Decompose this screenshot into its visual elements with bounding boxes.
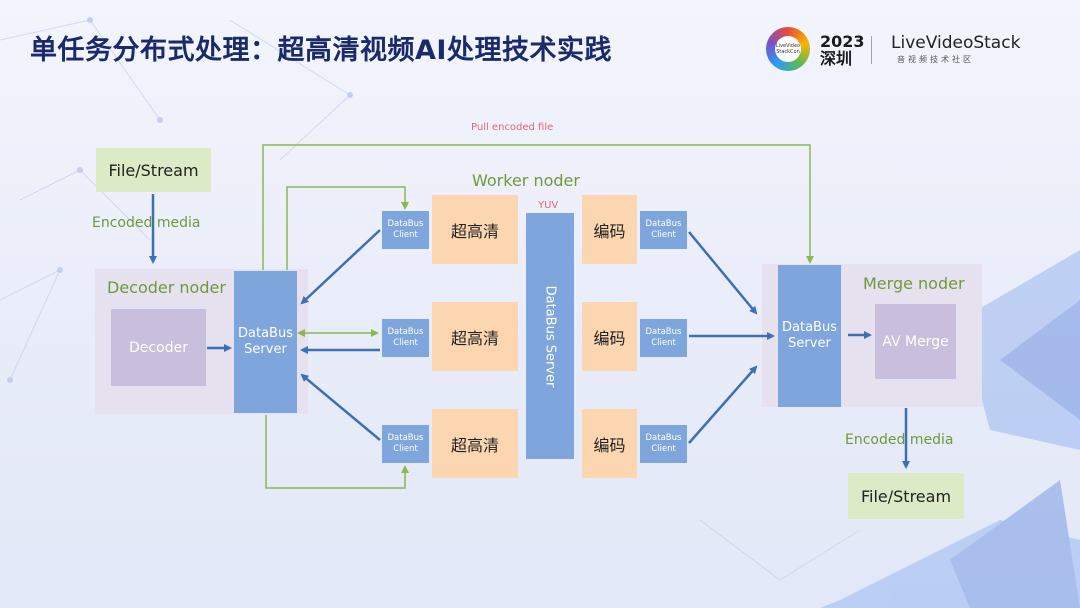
pull-encoded-file-path (262, 144, 814, 270)
databus-client: DataBus Client (382, 211, 429, 249)
databus-server-right: DataBus Server (778, 265, 841, 407)
conference-logo-text: LiveVideo StackCon (775, 36, 801, 62)
super-resolution-box: 超高清 (432, 195, 518, 264)
super-resolution-box: 超高清 (432, 409, 518, 478)
green-feedback-top (286, 186, 409, 270)
logo-divider (871, 36, 872, 64)
conference-logo-icon: LiveVideo StackCon (766, 27, 810, 71)
databus-server-left: DataBus Server (234, 271, 297, 413)
brand-subtitle: 音视频技术社区 (897, 55, 974, 64)
output-file-stream-box: File/Stream (848, 473, 964, 519)
arrow-client1-to-server (300, 229, 381, 305)
yuv-label: YUV (538, 200, 559, 211)
pull-encoded-file-label: Pull encoded file (471, 122, 554, 133)
databus-client: DataBus Client (640, 425, 687, 463)
worker-node-label: Worker noder (472, 171, 580, 190)
input-file-stream-box: File/Stream (96, 148, 211, 192)
conference-year: 2023 (820, 32, 865, 51)
output-edge-label: Encoded media (845, 432, 954, 448)
av-merge-box: AV Merge (875, 304, 956, 379)
green-feedback-bottom (265, 415, 409, 489)
slide-title: 单任务分布式处理：超高清视频AI处理技术实践 (30, 35, 612, 66)
databus-client: DataBus Client (640, 211, 687, 249)
databus-client: DataBus Client (382, 319, 429, 357)
arrow-encclient3-to-merge-server (688, 365, 758, 444)
super-resolution-box: 超高清 (432, 302, 518, 371)
databus-client: DataBus Client (382, 425, 429, 463)
arrow-encclient1-to-merge-server (688, 231, 758, 315)
input-edge-label: Encoded media (92, 215, 201, 231)
brand-logo: LiveVideoStack (891, 33, 1021, 53)
databus-client: DataBus Client (640, 319, 687, 357)
encode-box: 编码 (582, 302, 637, 371)
decoder-box: Decoder (111, 309, 206, 386)
arrow-client3-to-server (300, 373, 381, 441)
encode-box: 编码 (582, 195, 637, 264)
conference-city: 深圳 (820, 49, 853, 68)
merge-node-label: Merge noder (863, 274, 965, 293)
encode-box: 编码 (582, 409, 637, 478)
center-databus-server: DataBus Server (526, 213, 574, 459)
decoder-node-label: Decoder noder (107, 278, 226, 297)
conference-year-city: 2023 深圳 (820, 33, 865, 67)
